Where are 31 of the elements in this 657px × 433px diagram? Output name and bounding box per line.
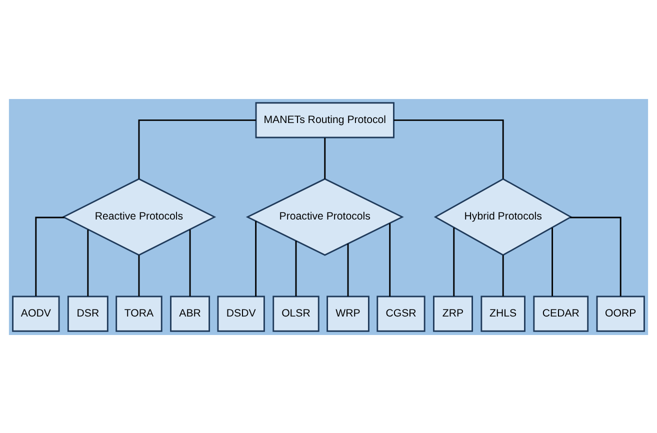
connector xyxy=(87,229,89,296)
connector xyxy=(138,118,256,178)
connector xyxy=(35,216,64,296)
node-box: ZHLS xyxy=(480,295,526,332)
node-box: OLSR xyxy=(272,295,320,332)
node-box: TORA xyxy=(116,295,162,332)
node-box: WRP xyxy=(326,295,370,332)
connector xyxy=(552,227,554,296)
node-box: DSDV xyxy=(217,295,265,332)
connector xyxy=(453,227,455,296)
connector xyxy=(394,118,504,178)
connector xyxy=(295,240,297,296)
connector xyxy=(570,216,622,296)
connector xyxy=(347,243,349,296)
connector xyxy=(189,229,191,296)
connector xyxy=(255,220,257,296)
node-box: MANETs Routing Protocol xyxy=(255,102,394,138)
connector xyxy=(502,254,504,296)
node-diamond: Proactive Protocols xyxy=(246,178,404,256)
node-box: AODV xyxy=(12,295,60,332)
node-box: CGSR xyxy=(376,295,426,332)
node-diamond: Hybrid Protocols xyxy=(434,178,572,256)
node-diamond: Reactive Protocols xyxy=(62,178,216,256)
connector xyxy=(389,222,391,296)
node-box: CEDAR xyxy=(533,295,589,332)
connector xyxy=(324,137,326,178)
node-box: DSR xyxy=(67,295,108,332)
node-box: ZRP xyxy=(433,295,473,332)
node-box: OORP xyxy=(596,295,645,332)
connector xyxy=(138,254,140,296)
node-box: ABR xyxy=(170,295,210,332)
